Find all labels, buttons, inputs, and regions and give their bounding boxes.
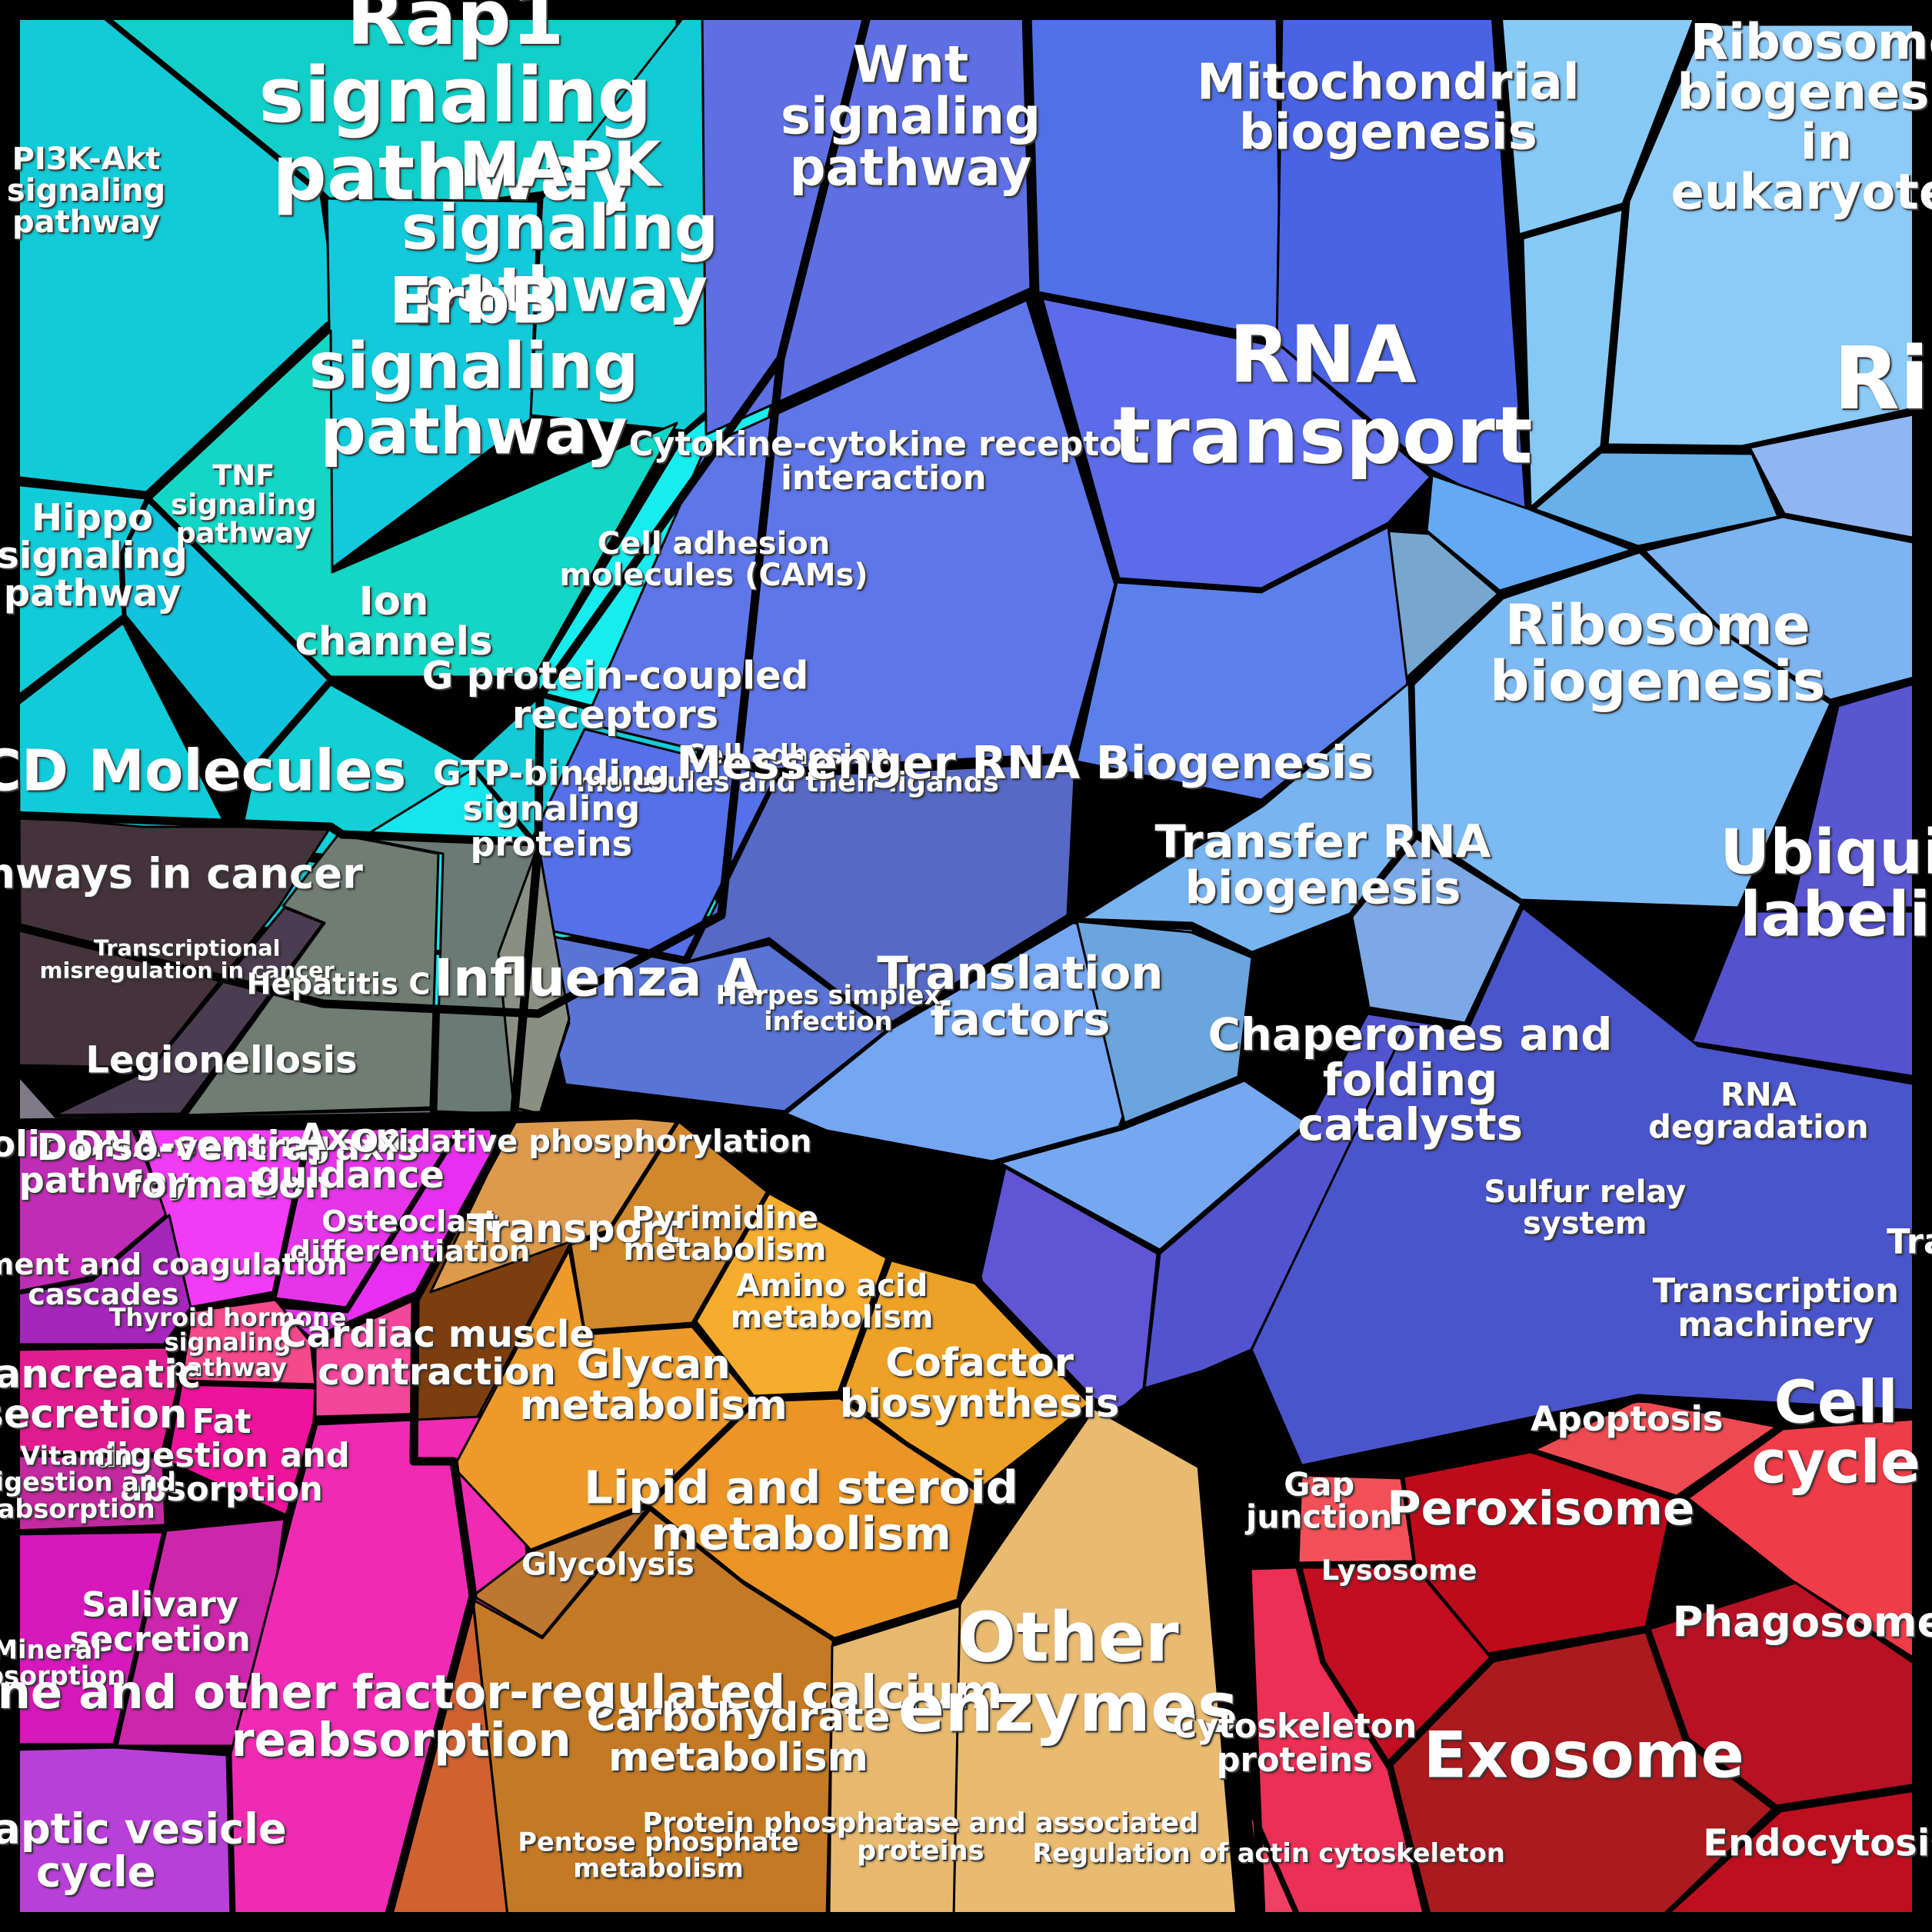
- treemap-cell[interactable]: [12, 1454, 167, 1532]
- treemap-cell[interactable]: [648, 1397, 980, 1640]
- treemap-cell[interactable]: [325, 197, 540, 571]
- treemap-cell[interactable]: [1351, 837, 1523, 1024]
- treemap-cell[interactable]: [1079, 681, 1415, 954]
- treemap-cell[interactable]: [695, 1189, 890, 1397]
- treemap-cell[interactable]: [274, 1128, 505, 1340]
- treemap-cell[interactable]: [452, 1248, 755, 1551]
- treemap-cell[interactable]: [1521, 208, 1624, 509]
- treemap-cell[interactable]: [1297, 1474, 1415, 1564]
- treemap-cell[interactable]: [1687, 1417, 1918, 1661]
- treemap-cell[interactable]: [1412, 551, 1832, 909]
- treemap-cell[interactable]: [1533, 451, 1780, 548]
- treemap-cell[interactable]: [1402, 1451, 1674, 1655]
- treemap-cell[interactable]: [1425, 474, 1634, 592]
- treemap-cell[interactable]: [529, 931, 888, 1113]
- treemap-cell[interactable]: [1143, 1012, 1467, 1390]
- treemap-cell[interactable]: [521, 728, 777, 959]
- treemap-cell[interactable]: [1300, 1566, 1492, 1763]
- treemap-cell[interactable]: [1075, 920, 1254, 1124]
- treemap-cell[interactable]: [12, 1746, 232, 1918]
- treemap-cell[interactable]: [998, 1079, 1309, 1251]
- treemap-cell[interactable]: [166, 1383, 317, 1517]
- treemap-cell[interactable]: [583, 298, 1117, 771]
- treemap-cell[interactable]: [52, 906, 325, 1117]
- treemap-cell[interactable]: [1029, 12, 1282, 340]
- treemap-cell[interactable]: [122, 500, 330, 771]
- treemap-cell[interactable]: [149, 329, 678, 678]
- treemap-cell[interactable]: [12, 1346, 180, 1455]
- treemap-cell[interactable]: [1533, 1398, 1778, 1497]
- treemap-cell[interactable]: [180, 1298, 317, 1386]
- treemap-cell[interactable]: [274, 1128, 459, 1309]
- treemap-cell[interactable]: [828, 1604, 961, 1918]
- treemap-cell[interactable]: [1041, 297, 1432, 590]
- treemap-group-outline: [384, 1111, 1244, 1921]
